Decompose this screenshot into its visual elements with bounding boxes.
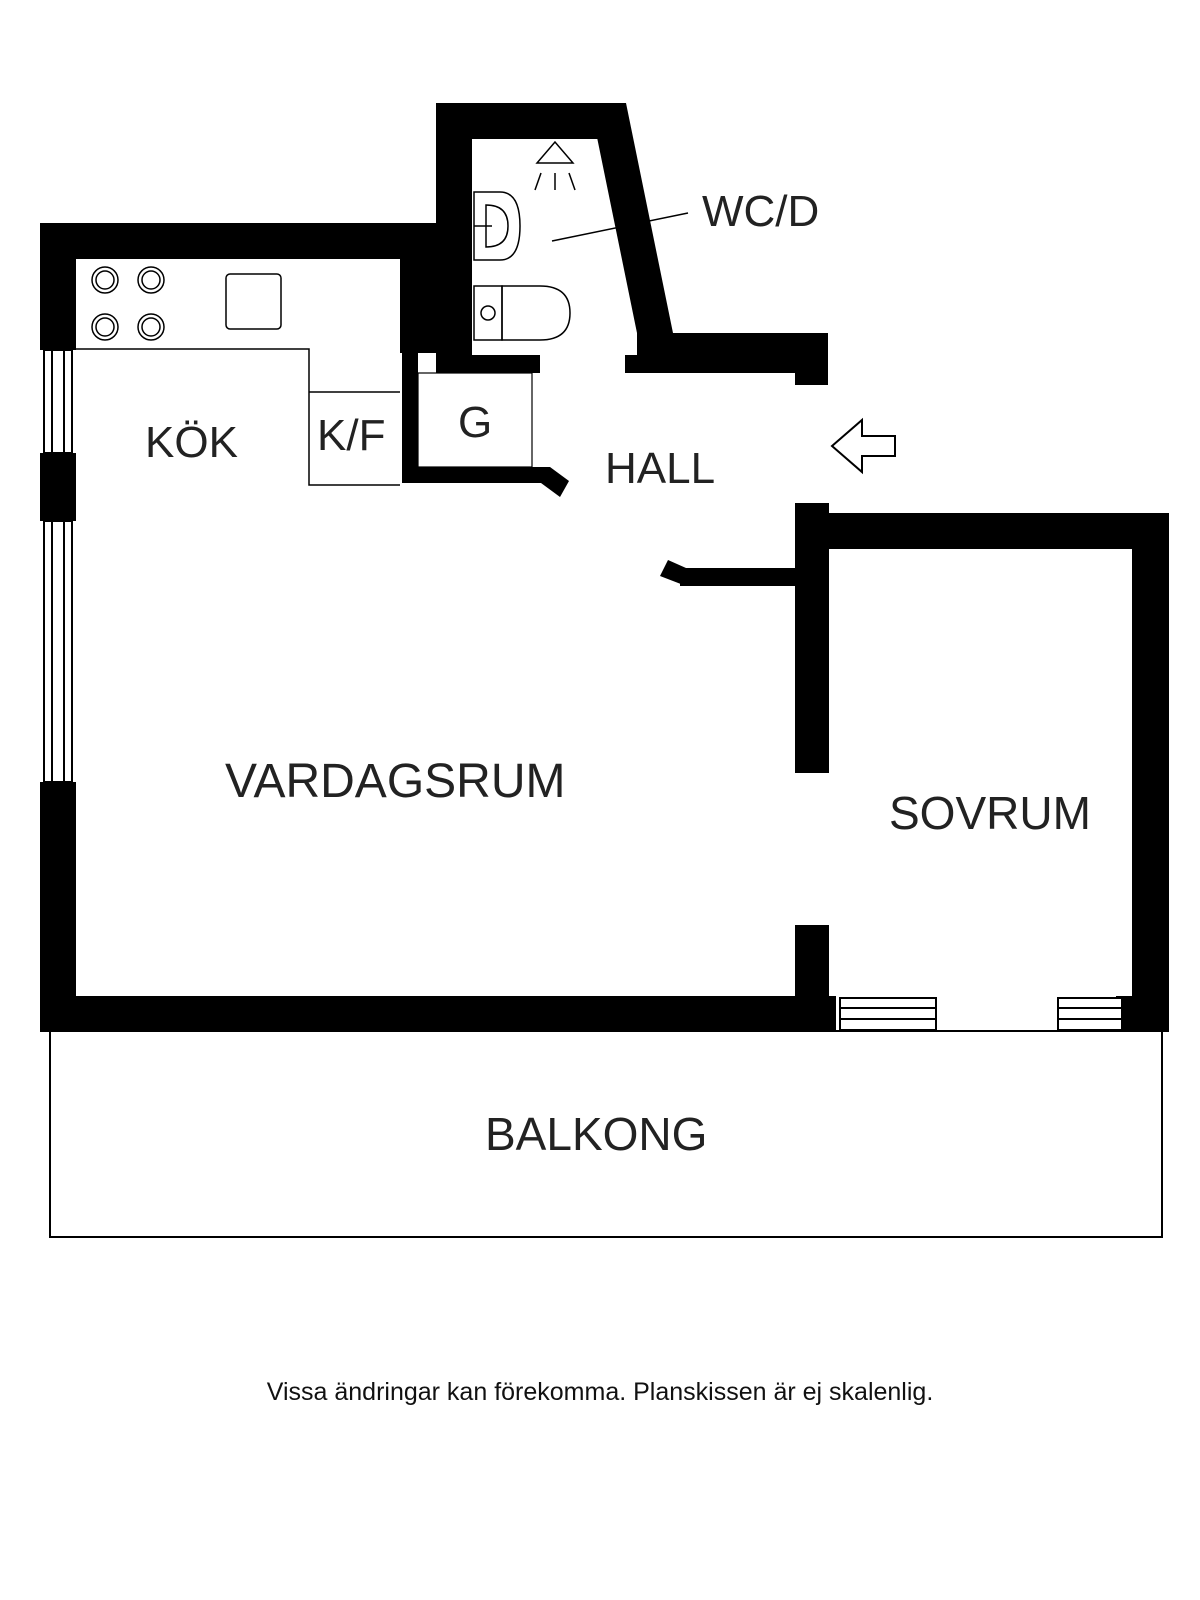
room-label-kitchen: KÖK xyxy=(145,418,238,467)
room-label-fridge: K/F xyxy=(317,411,385,460)
room-label-wc: WC/D xyxy=(702,187,819,236)
room-label-wardrobe: G xyxy=(458,398,492,447)
room-label-bedroom: SOVRUM xyxy=(889,787,1091,839)
kitchen-counter xyxy=(76,348,400,486)
walls xyxy=(40,103,1169,1032)
sink-icon xyxy=(473,191,521,261)
stove-icon xyxy=(91,266,165,341)
toilet-icon xyxy=(473,285,571,341)
arrow-left-icon xyxy=(830,417,896,475)
wc-leader-line xyxy=(551,212,689,242)
room-label-living: VARDAGSRUM xyxy=(225,755,565,808)
wardrobe-box xyxy=(417,372,533,468)
window-left-upper xyxy=(43,349,73,454)
disclaimer-note: Vissa ändringar kan förekomma. Planskiss… xyxy=(266,1378,934,1406)
shower-icon xyxy=(534,140,576,191)
room-label-balcony: BALKONG xyxy=(485,1108,707,1160)
room-label-hall: HALL xyxy=(605,444,715,493)
balcony-door-sill-left xyxy=(839,997,937,1031)
kitchen-sink-icon xyxy=(225,273,282,330)
window-left-lower xyxy=(43,520,73,783)
balcony-door-sill-right xyxy=(1057,997,1123,1031)
